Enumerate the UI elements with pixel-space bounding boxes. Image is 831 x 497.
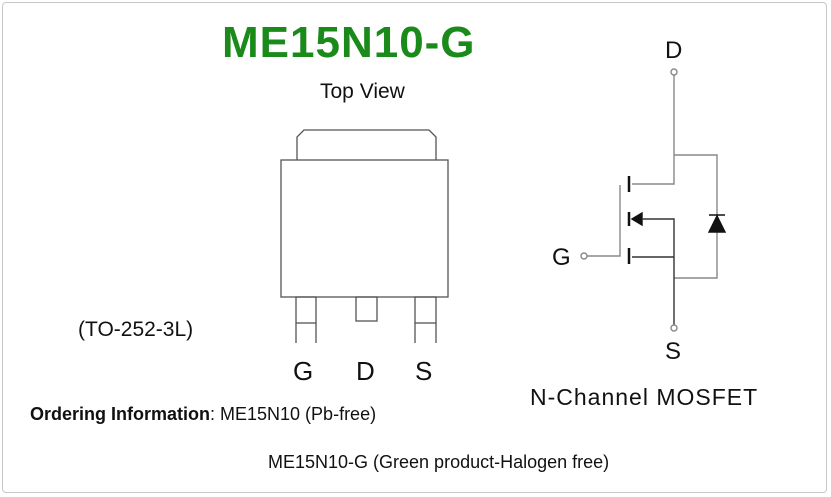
body-arrow-icon <box>630 211 643 227</box>
part-number-title: ME15N10-G <box>222 18 476 67</box>
ordering-info-label: Ordering Information <box>30 404 210 424</box>
source-terminal <box>670 324 678 332</box>
pin-label-drain: D <box>356 356 375 386</box>
lead-gate <box>295 296 317 324</box>
ordering-info-line2: ME15N10-G (Green product-Halogen free) <box>268 452 610 472</box>
mosfet-symbol <box>580 68 727 332</box>
gate-terminal <box>580 252 588 260</box>
lead-drain-stub <box>355 296 378 322</box>
package-outline <box>280 129 449 343</box>
body-diode-icon <box>707 214 727 233</box>
body-wire <box>642 218 675 325</box>
lead-source <box>414 296 437 324</box>
schematic-source-label: S <box>665 338 682 365</box>
package-label: (TO-252-3L) <box>78 318 194 341</box>
ordering-part-pbfree: ME15N10 (Pb-free) <box>215 404 377 424</box>
drain-terminal <box>670 68 678 76</box>
diode-wire <box>674 154 718 279</box>
drain-wire <box>632 75 675 185</box>
ordering-info-line1: Ordering Information: ME15N10 (Pb-free) <box>30 404 376 425</box>
pin-label-gate: G <box>293 356 314 386</box>
top-view-label: Top View <box>320 80 405 103</box>
schematic-gate-label: G <box>552 244 571 271</box>
ordering-separator: : <box>210 404 216 424</box>
gate-wire <box>587 185 621 257</box>
schematic-caption: N-Channel MOSFET <box>530 384 759 410</box>
schematic-drain-label: D <box>665 37 683 64</box>
package-body <box>280 159 449 298</box>
pin-label-source: S <box>415 356 433 386</box>
package-tab <box>296 129 437 160</box>
